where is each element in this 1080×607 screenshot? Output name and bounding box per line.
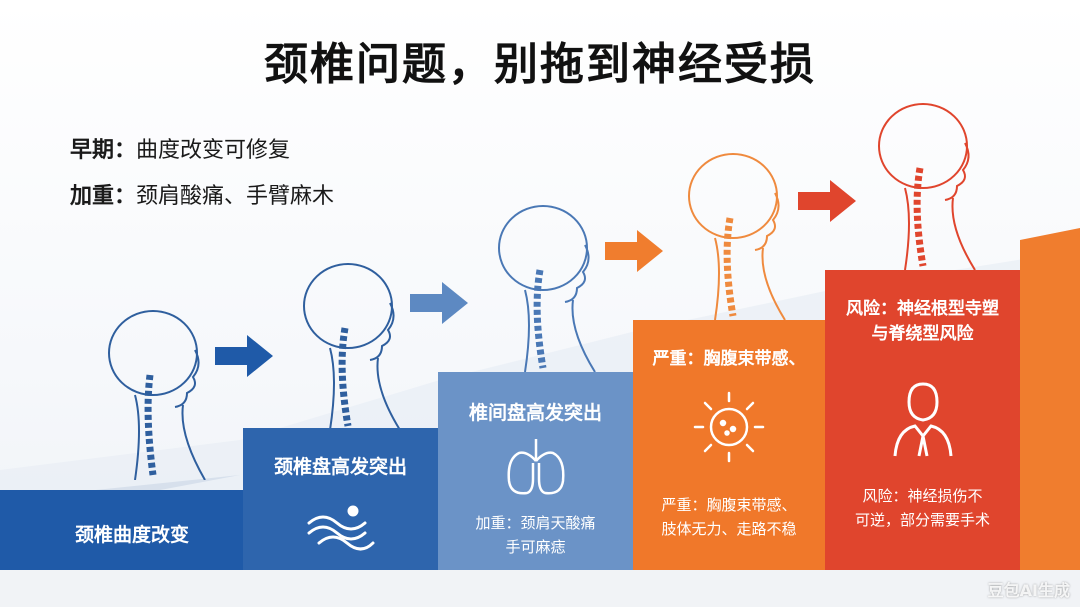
note-early-label: 早期： <box>70 138 137 163</box>
step-5-label-1: 风险：神经根型寺塑 <box>846 299 999 319</box>
step-3-sub-1: 加重：颈肩天酸痛 <box>475 514 596 532</box>
step-1-label: 颈椎曲度改变 <box>75 524 190 546</box>
note-worse-text: 颈肩酸痛、手臂麻木 <box>136 184 335 209</box>
spine-figure-4 <box>688 153 786 320</box>
note-early-text: 曲度改变可修复 <box>136 138 291 163</box>
step-1-block: 颈椎曲度改变 <box>0 490 243 570</box>
note-worse: 加重：颈肩酸痛、手臂麻木 <box>70 178 334 210</box>
spine-figure-5 <box>878 103 976 270</box>
step-5-label-2: 与脊绕型风险 <box>871 324 974 344</box>
step-4-sub-2: 肢体无力、走路不稳 <box>661 520 797 538</box>
arrow-right-icon <box>410 282 468 324</box>
step-5-block: 风险：神经根型寺塑 与脊绕型风险 风险：神经损伤不 可逆，部分需要手术 <box>825 270 1020 570</box>
note-early: 早期：曲度改变可修复 <box>70 132 334 164</box>
step-4-sub-1: 严重：胸腹束带感、 <box>661 496 797 514</box>
step-5-sub-2: 可逆，部分需要手术 <box>854 511 990 529</box>
watermark: 豆包AI生成 <box>987 581 1070 600</box>
step-2-label: 颈椎盘高发突出 <box>273 456 407 478</box>
step-5-sub-1: 风险：神经损伤不 <box>862 487 983 505</box>
step-2-block: 颈椎盘高发突出 <box>243 428 438 570</box>
step-3-sub-2: 手可麻痣 <box>505 538 566 556</box>
notes-block: 早期：曲度改变可修复 加重：颈肩酸痛、手臂麻木 <box>70 132 334 224</box>
wave-icon <box>307 505 374 551</box>
doctor-icon <box>893 382 952 457</box>
note-worse-label: 加重： <box>70 184 137 209</box>
arrow-right-icon <box>215 335 273 377</box>
step-3-block: 椎间盘高发突出 加重：颈肩天酸痛 手可麻痣 <box>438 372 633 570</box>
arrow-right-icon <box>605 230 663 272</box>
page-title: 颈椎问题，别拖到神经受损 <box>264 39 816 90</box>
step-3-label: 椎间盘高发突出 <box>468 402 602 424</box>
step-4-block: 严重：胸腹束带感、 严重：胸腹束带感、 肢体无力、走路不稳 <box>633 320 825 570</box>
spine-figure-1 <box>108 310 206 480</box>
spine-figure-3 <box>498 205 596 372</box>
spine-figure-2 <box>303 263 401 430</box>
step-4-label: 严重：胸腹束带感、 <box>652 349 806 369</box>
arrow-right-icon <box>798 180 856 222</box>
floor-strip <box>0 570 1080 607</box>
lungs-icon <box>506 439 565 495</box>
sun-pain-icon <box>693 391 765 463</box>
